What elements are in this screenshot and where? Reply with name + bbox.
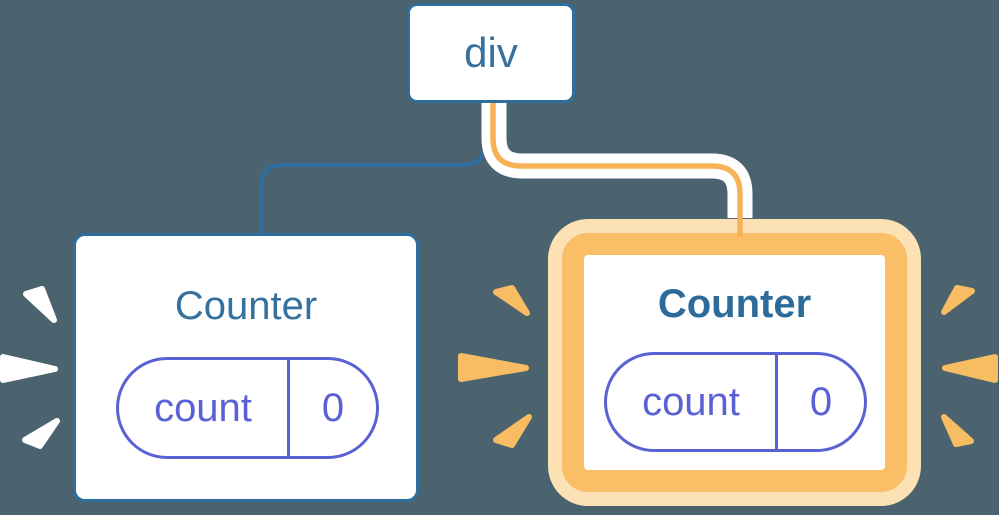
state-pill: count 0 <box>604 352 867 452</box>
state-value: 0 <box>321 385 345 430</box>
burst-rays-right-card-left <box>458 285 532 448</box>
burst-ray <box>23 286 57 323</box>
tree-node-div: div <box>407 3 575 103</box>
burst-ray <box>941 285 975 315</box>
burst-ray <box>941 414 974 447</box>
counter-title: Counter <box>174 284 318 328</box>
counter-title: Counter <box>657 282 812 326</box>
burst-ray <box>493 414 532 448</box>
state-pill-divider <box>287 360 290 456</box>
burst-ray <box>0 354 58 383</box>
state-value: 0 <box>809 379 833 424</box>
state-key: count <box>642 379 740 424</box>
tree-node-div-label: div <box>464 29 518 76</box>
state-pill-divider <box>775 355 778 449</box>
counter-card-right-highlighted: Counter count 0 <box>562 233 907 492</box>
burst-rays-left-card <box>0 286 60 449</box>
counter-card-left: Counter count 0 <box>73 233 419 502</box>
burst-ray <box>493 285 530 316</box>
state-pill: count 0 <box>116 357 379 459</box>
burst-rays-right-card-right <box>941 285 998 447</box>
burst-ray <box>458 353 529 382</box>
state-key: count <box>154 385 252 430</box>
burst-ray <box>22 418 60 449</box>
burst-ray <box>942 354 998 383</box>
